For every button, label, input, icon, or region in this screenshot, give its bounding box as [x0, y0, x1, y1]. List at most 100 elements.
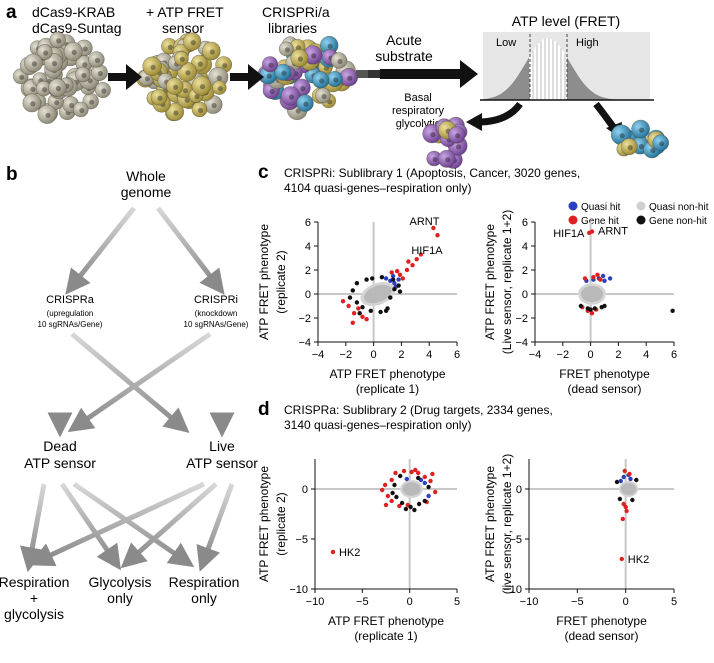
cell-nucleus-icon [81, 72, 87, 79]
step2-line1: + ATP FRET [146, 4, 224, 20]
point-gene-non-hit [617, 496, 623, 502]
cell-nucleus-icon [197, 61, 203, 67]
y-tick-label: 2 [305, 265, 311, 277]
quasi-nonhit-cloud-inner [580, 285, 604, 303]
point-quasi-hit [383, 276, 389, 281]
cell-nucleus-icon [217, 86, 223, 92]
y-axis-label: ATP FRET phenotype [483, 466, 497, 582]
point-gene-hit [431, 225, 436, 231]
cell-nucleus-icon [157, 95, 163, 101]
acute-line2: substrate [375, 48, 433, 64]
outcome-resp-gly-line2: + [30, 590, 38, 606]
point-gene-hit [330, 549, 336, 555]
point-gene-hit [413, 467, 418, 473]
point-gene-non-hit [347, 295, 353, 300]
point-gene-non-hit [416, 475, 421, 481]
cell-nucleus-icon [445, 157, 451, 163]
point-gene-non-hit [578, 303, 584, 309]
y-tick-label: 2 [522, 265, 528, 277]
cell-icon [94, 82, 111, 99]
x-axis-label: ATP FRET phenotype [328, 614, 444, 628]
point-gene-non-hit [354, 281, 360, 286]
point-quasi-hit [426, 493, 431, 499]
panel-d-title-line2: 3140 quasi-genes–respiration only) [284, 418, 471, 432]
cell-icon [49, 31, 66, 49]
cell-icon [652, 134, 670, 152]
basal-label: Basal [404, 92, 432, 104]
point-gene-hit [389, 498, 394, 504]
cell-icon [142, 56, 162, 77]
point-gene-non-hit [403, 506, 409, 512]
point-quasi-hit [600, 273, 606, 279]
crispra-sub1: (upregulation [47, 309, 94, 318]
y-tick-label: −10 [289, 584, 308, 596]
cell-icon [261, 56, 278, 73]
point-quasi-hit [422, 480, 427, 486]
point-gene-non-hit [614, 479, 620, 485]
arrowhead-icon [466, 113, 482, 131]
point-gene-hit [623, 504, 628, 510]
cell-icon [22, 93, 42, 113]
point-gene-hit [356, 306, 361, 311]
cell-nucleus-icon [43, 50, 49, 56]
high-label: High [576, 37, 599, 49]
point-gene-non-hit [426, 484, 431, 490]
cell-nucleus-icon [19, 74, 25, 80]
point-gene-hit [393, 470, 398, 476]
point-gene-hit [350, 320, 355, 325]
whole-genome-line2: genome [121, 184, 172, 200]
cell-nucleus-icon [30, 101, 36, 107]
x-tick-label: −4 [529, 349, 542, 361]
point-gene-non-hit [370, 276, 375, 281]
point-gene-hit [382, 482, 388, 488]
point-gene-hit [410, 263, 415, 268]
point-gene-non-hit [592, 306, 597, 311]
cell-nucleus-icon [638, 143, 645, 150]
point-gene-hit [428, 478, 433, 484]
point-gene-non-hit [378, 309, 383, 315]
point-gene-non-hit [588, 307, 593, 312]
cell-nucleus-icon [94, 57, 100, 64]
x-tick-label: −10 [306, 596, 325, 608]
cell-nucleus-icon [45, 112, 51, 118]
crispra-label: CRISPRa [46, 294, 95, 306]
x-axis-label: FRET phenotype [556, 614, 647, 628]
cell-nucleus-icon [56, 38, 62, 44]
point-gene-non-hit [368, 308, 373, 313]
point-quasi-hit [607, 276, 613, 281]
annotation-hif1a: HIF1A [411, 245, 443, 257]
point-gene-hit [364, 317, 369, 322]
cell-cluster-yellow [136, 32, 233, 122]
cell-nucleus-icon [82, 46, 88, 52]
y-tick-label: 6 [305, 217, 311, 229]
cell-nucleus-icon [289, 94, 295, 100]
step3-line1: CRISPRi/a [262, 4, 330, 20]
cell-nucleus-icon [184, 97, 190, 103]
point-gene-hit [383, 502, 389, 508]
point-gene-hit [389, 477, 394, 483]
annotation-hk2: HK2 [628, 554, 649, 566]
point-quasi-hit [404, 476, 409, 482]
cell-nucleus-icon [266, 73, 272, 79]
cell-nucleus-icon [30, 86, 36, 92]
cell-nucleus-icon [87, 78, 93, 84]
x-tick-label: 4 [426, 349, 432, 361]
panel-d-label: d [258, 399, 270, 420]
y-tick-label: −4 [298, 337, 311, 349]
histogram-high-tail [567, 57, 650, 100]
x-tick-label: −2 [557, 349, 570, 361]
low-label: Low [496, 37, 516, 49]
cell-nucleus-icon [327, 43, 333, 49]
cell-nucleus-icon [190, 40, 196, 46]
cell-nucleus-icon [197, 107, 204, 113]
legend-swatch-gene-nonhit [636, 215, 646, 225]
cell-icon [165, 77, 184, 95]
quasi-nonhit-cloud-inner [620, 483, 637, 495]
point-gene-hit [620, 516, 625, 522]
x-tick-label: −2 [340, 349, 353, 361]
arrow-right-icon [108, 64, 142, 90]
cell-nucleus-icon [639, 127, 645, 133]
